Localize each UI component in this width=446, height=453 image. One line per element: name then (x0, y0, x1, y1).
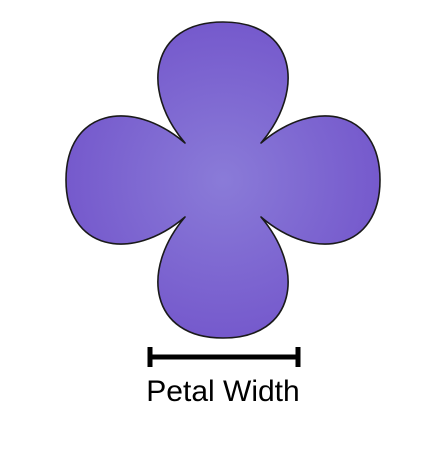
petal-width-label: Petal Width (146, 375, 300, 408)
flower-shape (65, 21, 381, 339)
petal-width-measure-bar (147, 347, 301, 367)
